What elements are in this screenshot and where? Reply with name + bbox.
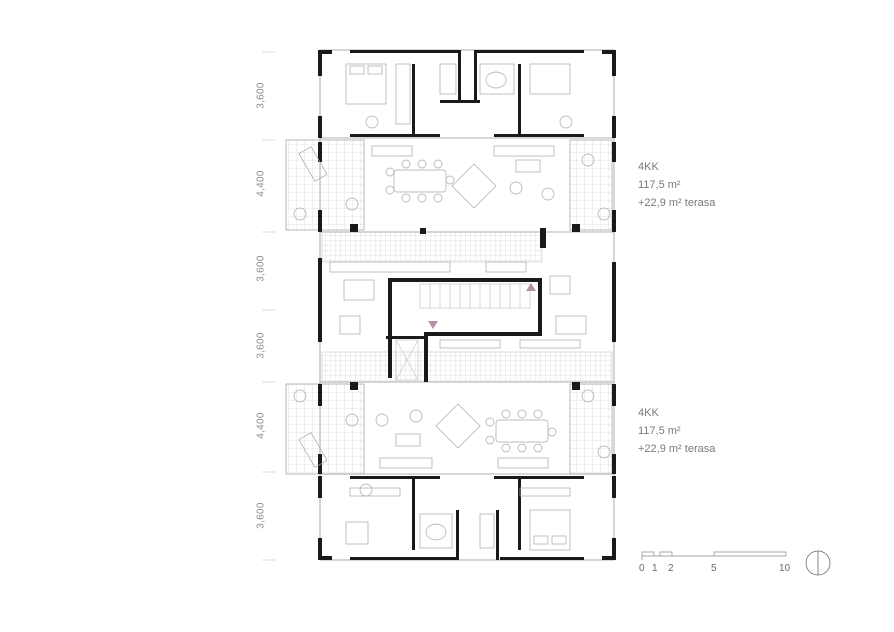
dimension-label: 3,600	[255, 332, 267, 359]
scale-label: 10	[779, 563, 791, 574]
unit-type: 4KK	[638, 407, 659, 419]
corridor-bottom	[321, 351, 613, 383]
dimension-label: 4,400	[255, 170, 267, 197]
scale-label: 5	[711, 563, 717, 574]
structural-walls	[318, 50, 616, 560]
furniture	[293, 63, 611, 551]
unit-info-bottom: 4KK 117,5 m² +22,9 m² terasa	[638, 404, 715, 458]
dimension-label: 4,400	[255, 412, 267, 439]
building-outline	[319, 49, 615, 561]
scale-label: 0	[639, 563, 645, 574]
scale-bar	[641, 551, 787, 560]
dimension-label: 3,600	[255, 502, 267, 529]
corridor-top	[321, 231, 543, 263]
terrace-top	[285, 139, 365, 231]
unit-info-top: 4KK 117,5 m² +22,9 m² terasa	[638, 158, 715, 212]
unit-terrace: +22,9 m² terasa	[638, 197, 716, 209]
dimension-ticks	[262, 51, 276, 561]
terrace-bottom	[285, 383, 365, 475]
stair-flights	[395, 283, 531, 381]
north-arrow-icon	[805, 550, 831, 576]
balcony-top-right	[569, 139, 613, 231]
balcony-bottom-right	[569, 383, 613, 475]
dimension-label: 3,600	[255, 82, 267, 109]
unit-area: 117,5 m²	[638, 179, 681, 191]
unit-area: 117,5 m²	[638, 425, 681, 437]
unit-terrace: +22,9 m² terasa	[638, 443, 716, 455]
stair-up-arrow-icon	[526, 283, 536, 291]
scale-label: 1	[652, 563, 658, 574]
stair-down-arrow-icon	[428, 321, 438, 329]
scale-label: 2	[668, 563, 674, 574]
dimension-label: 3,600	[255, 255, 267, 282]
unit-type: 4KK	[638, 161, 659, 173]
